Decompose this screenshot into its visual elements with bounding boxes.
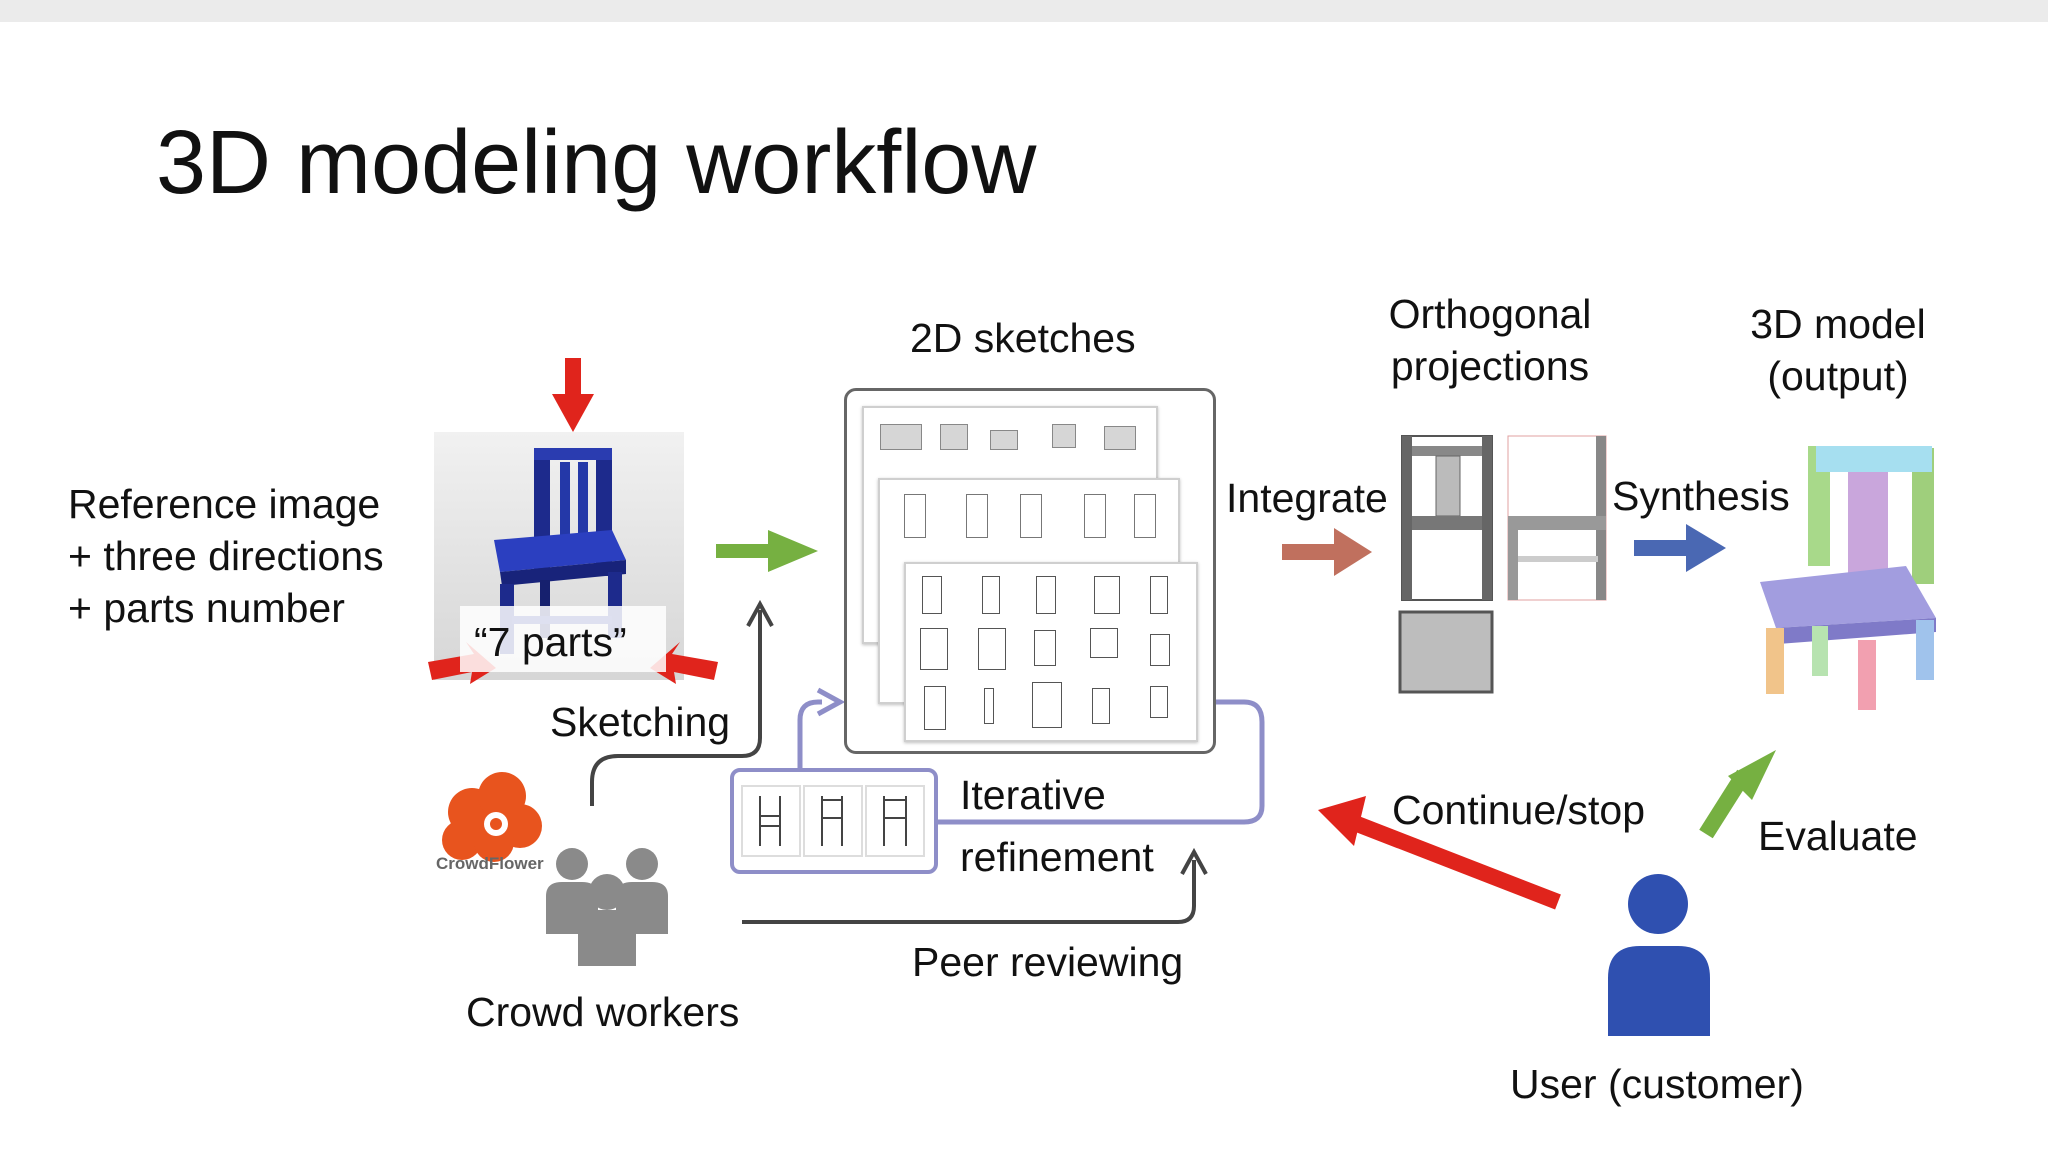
model-line-1: 3D model [1750,301,1926,347]
top-direction-arrow [552,358,594,432]
iterative-line-2: refinement [960,834,1154,880]
sketches-title: 2D sketches [910,315,1136,361]
3d-chair-model [1760,446,1936,710]
integrate-label: Integrate [1226,475,1388,521]
slide-title: 3D modeling workflow [156,113,1037,213]
orthogonal-line-2: projections [1390,343,1590,389]
continue-stop-arrow [1318,796,1561,910]
green-flow-arrow [716,530,818,572]
orthogonal-title: Orthogonal projections [1370,288,1610,392]
peer-review-label: Peer reviewing [912,939,1184,985]
orthogonal-projections [1398,435,1607,694]
iterative-line-1: Iterative [960,772,1106,818]
person-icon [1608,874,1710,1036]
iterative-label: Iterative refinement [960,764,1154,888]
crowdflower-logo [442,772,542,862]
iterative-loop-return [797,699,822,772]
integrate-arrow [1282,528,1372,576]
synthesis-label: Synthesis [1612,473,1790,519]
crowdflower-text: CrowdFlower [436,854,544,873]
right-direction-arrow [650,642,718,684]
model-title: 3D model (output) [1728,298,1948,402]
orthogonal-line-1: Orthogonal [1388,291,1592,337]
synthesis-arrow [1634,524,1726,572]
group-people-icon [546,848,668,966]
sketching-connector [590,610,762,806]
peer-review-connector [742,860,1196,924]
continue-stop-label: Continue/stop [1392,787,1646,833]
iterative-loop [938,699,1265,825]
user-label: User (customer) [1510,1061,1804,1107]
parts-tag [460,606,666,672]
reference-label: Reference image + three directions + par… [68,478,384,634]
model-line-2: (output) [1767,353,1909,399]
crowd-workers-label: Crowd workers [466,989,740,1035]
sketching-label: Sketching [550,699,731,745]
iterative-arrowhead [816,687,846,717]
reference-line-1: Reference image [68,481,381,527]
evaluate-label: Evaluate [1758,813,1918,859]
evaluate-arrow [1699,750,1776,839]
peer-review-arrowhead [1180,847,1208,875]
sketching-arrowhead [746,599,774,627]
sketch-sheet-3 [904,562,1198,742]
top-bar [0,0,2048,22]
reference-line-2: + three directions [68,533,384,579]
iterative-thumbnails [741,785,925,857]
reference-line-3: + parts number [68,585,345,631]
parts-label: “7 parts” [474,619,627,665]
iterative-thumbnails-box [730,768,938,874]
